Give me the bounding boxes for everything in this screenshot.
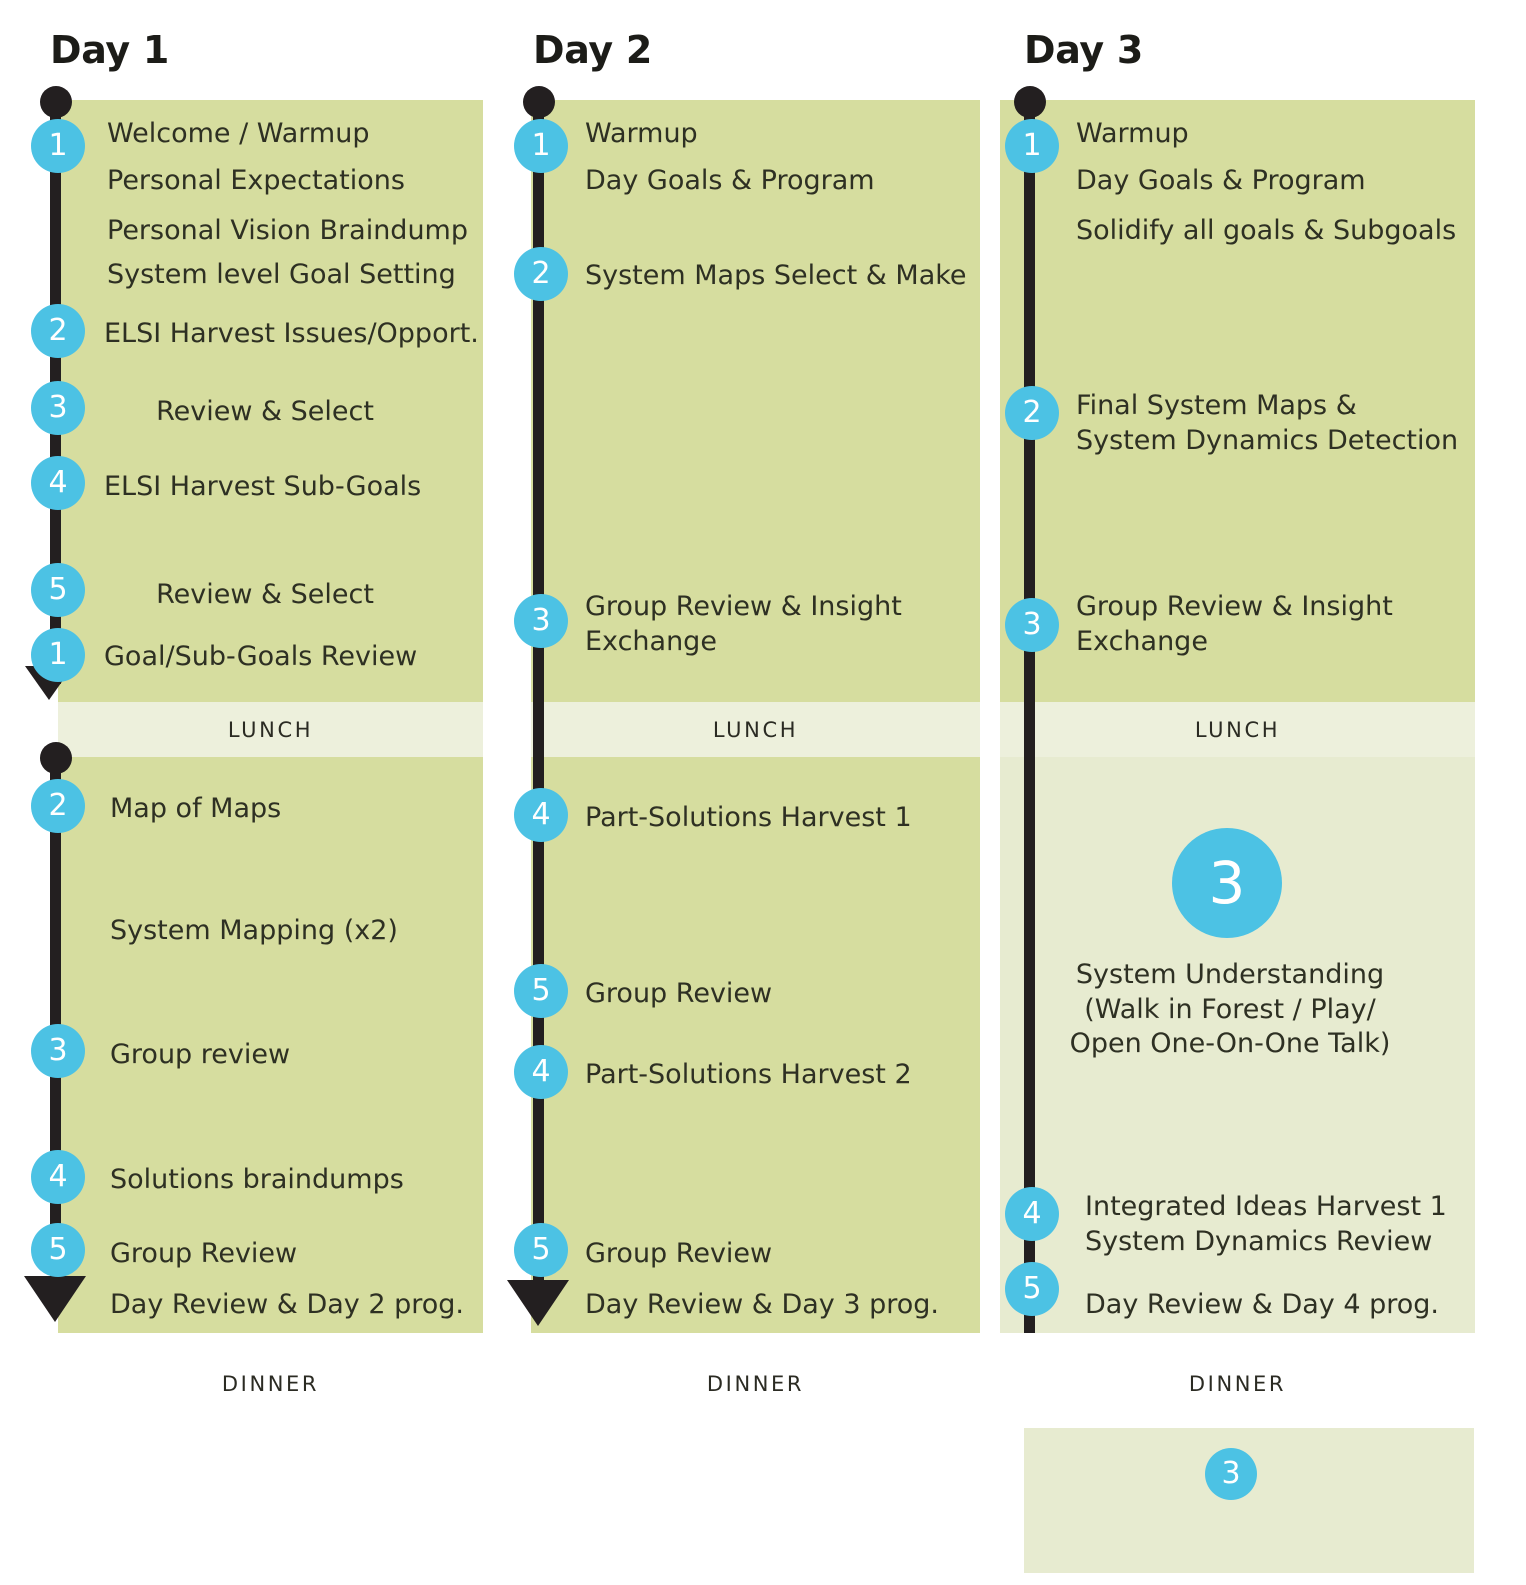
day3-lunch-label: LUNCH [1194, 718, 1281, 742]
day2-badge-2[interactable]: 2 [514, 247, 568, 301]
day1-task-group-review: Group review [110, 1039, 291, 1070]
day1-badge-8[interactable]: 3 [31, 1024, 85, 1078]
day1-task-welcome: Welcome / Warmup [107, 118, 370, 149]
day2-task-group-review-insight: Group Review & Insight Exchange [585, 591, 902, 657]
day1-task-review-select-1: Review & Select [156, 396, 374, 427]
day1-task-braindump: Personal Vision Braindump [107, 215, 468, 246]
day1-lunch-label: LUNCH [227, 718, 314, 742]
day-title-1: Day 1 [50, 28, 169, 72]
day3-morning-panel [1000, 100, 1475, 702]
day3-task-system-understanding: System Understanding (Walk in Forest / P… [1069, 959, 1391, 1060]
day2-lunch-label: LUNCH [712, 718, 799, 742]
day2-lunch-band [531, 702, 980, 757]
day2-dinner-label: DINNER [706, 1372, 805, 1396]
day1-task-elsi-subgoals: ELSI Harvest Sub-Goals [104, 471, 422, 502]
day3-lunch-band [1000, 702, 1475, 757]
day2-task-part-solutions-1: Part-Solutions Harvest 1 [585, 802, 912, 833]
day2-task-day-goals: Day Goals & Program [585, 165, 875, 196]
day2-task-system-maps: System Maps Select & Make [585, 260, 967, 291]
day3-task-day-goals: Day Goals & Program [1076, 165, 1366, 196]
day1-morning-panel [58, 100, 483, 702]
day2-task-day-review: Day Review & Day 3 prog. [585, 1289, 939, 1320]
day-title-2: Day 2 [533, 28, 652, 72]
day1-task-review-select-2: Review & Select [156, 579, 374, 610]
day2-morning-panel [531, 100, 980, 702]
day1-badge-2[interactable]: 2 [31, 304, 85, 358]
day2-badge-1[interactable]: 1 [514, 119, 568, 173]
day1-badge-6[interactable]: 1 [31, 628, 85, 682]
day2-badge-5[interactable]: 5 [514, 964, 568, 1018]
day1-task-day-review: Day Review & Day 2 prog. [110, 1289, 464, 1320]
day1-task-goalsetting: System level Goal Setting [107, 259, 456, 290]
day3-badge-5[interactable]: 5 [1005, 1262, 1059, 1316]
day1-task-goal-review: Goal/Sub-Goals Review [104, 641, 418, 672]
day1-badge-9[interactable]: 4 [31, 1150, 85, 1204]
day-title-3: Day 3 [1024, 28, 1143, 72]
day3-task-final-system-maps: Final System Maps & System Dynamics Dete… [1076, 390, 1459, 456]
day3-extra-badge[interactable]: 3 [1205, 1448, 1257, 1500]
day2-badge-7[interactable]: 5 [514, 1223, 568, 1277]
day1-task-elsi-issues: ELSI Harvest Issues/Opport. [104, 318, 479, 349]
day3-task-integrated-ideas: Integrated Ideas Harvest 1 System Dynami… [1085, 1191, 1447, 1257]
day3-dinner-label: DINNER [1188, 1372, 1287, 1396]
day1-badge-3[interactable]: 3 [31, 381, 85, 435]
day1-task-group-review-2: Group Review [110, 1238, 298, 1269]
day2-spine [533, 100, 544, 1285]
day1-task-expectations: Personal Expectations [107, 165, 405, 196]
day2-task-group-review-2: Group Review [585, 1238, 773, 1269]
day1-task-system-mapping: System Mapping (x2) [110, 915, 398, 946]
day1-badge-1[interactable]: 1 [31, 119, 85, 173]
day3-badge-feature[interactable]: 3 [1172, 828, 1282, 938]
day2-afternoon-panel [531, 757, 980, 1333]
day1-afternoon-arrow [24, 1276, 86, 1322]
day3-badge-4[interactable]: 4 [1005, 1187, 1059, 1241]
day3-badge-1[interactable]: 1 [1005, 119, 1059, 173]
day1-task-map-of-maps: Map of Maps [110, 793, 282, 824]
day3-badge-3[interactable]: 3 [1005, 598, 1059, 652]
day2-badge-6[interactable]: 4 [514, 1045, 568, 1099]
day3-spine [1024, 100, 1035, 1333]
day1-badge-4[interactable]: 4 [31, 456, 85, 510]
day2-badge-4[interactable]: 4 [514, 788, 568, 842]
day3-task-group-review-insight: Group Review & Insight Exchange [1076, 591, 1393, 657]
day1-task-solutions-braindumps: Solutions braindumps [110, 1164, 404, 1195]
day1-badge-5[interactable]: 5 [31, 563, 85, 617]
day2-task-group-review-1: Group Review [585, 978, 773, 1009]
day3-badge-2[interactable]: 2 [1005, 386, 1059, 440]
day1-afternoon-panel [58, 757, 483, 1333]
day1-dinner-label: DINNER [221, 1372, 320, 1396]
day1-badge-10[interactable]: 5 [31, 1223, 85, 1277]
day3-task-day-review: Day Review & Day 4 prog. [1085, 1289, 1439, 1320]
day3-extra-block [1024, 1428, 1474, 1573]
day1-lunch-band [58, 702, 483, 757]
day1-badge-7[interactable]: 2 [31, 779, 85, 833]
day3-task-warmup: Warmup [1076, 118, 1189, 149]
day2-badge-3[interactable]: 3 [514, 594, 568, 648]
day2-task-part-solutions-2: Part-Solutions Harvest 2 [585, 1059, 912, 1090]
day2-task-warmup: Warmup [585, 118, 698, 149]
day2-arrow [507, 1280, 569, 1326]
day1-afternoon-spine [50, 756, 61, 1280]
day3-task-solidify: Solidify all goals & Subgoals [1076, 215, 1457, 246]
